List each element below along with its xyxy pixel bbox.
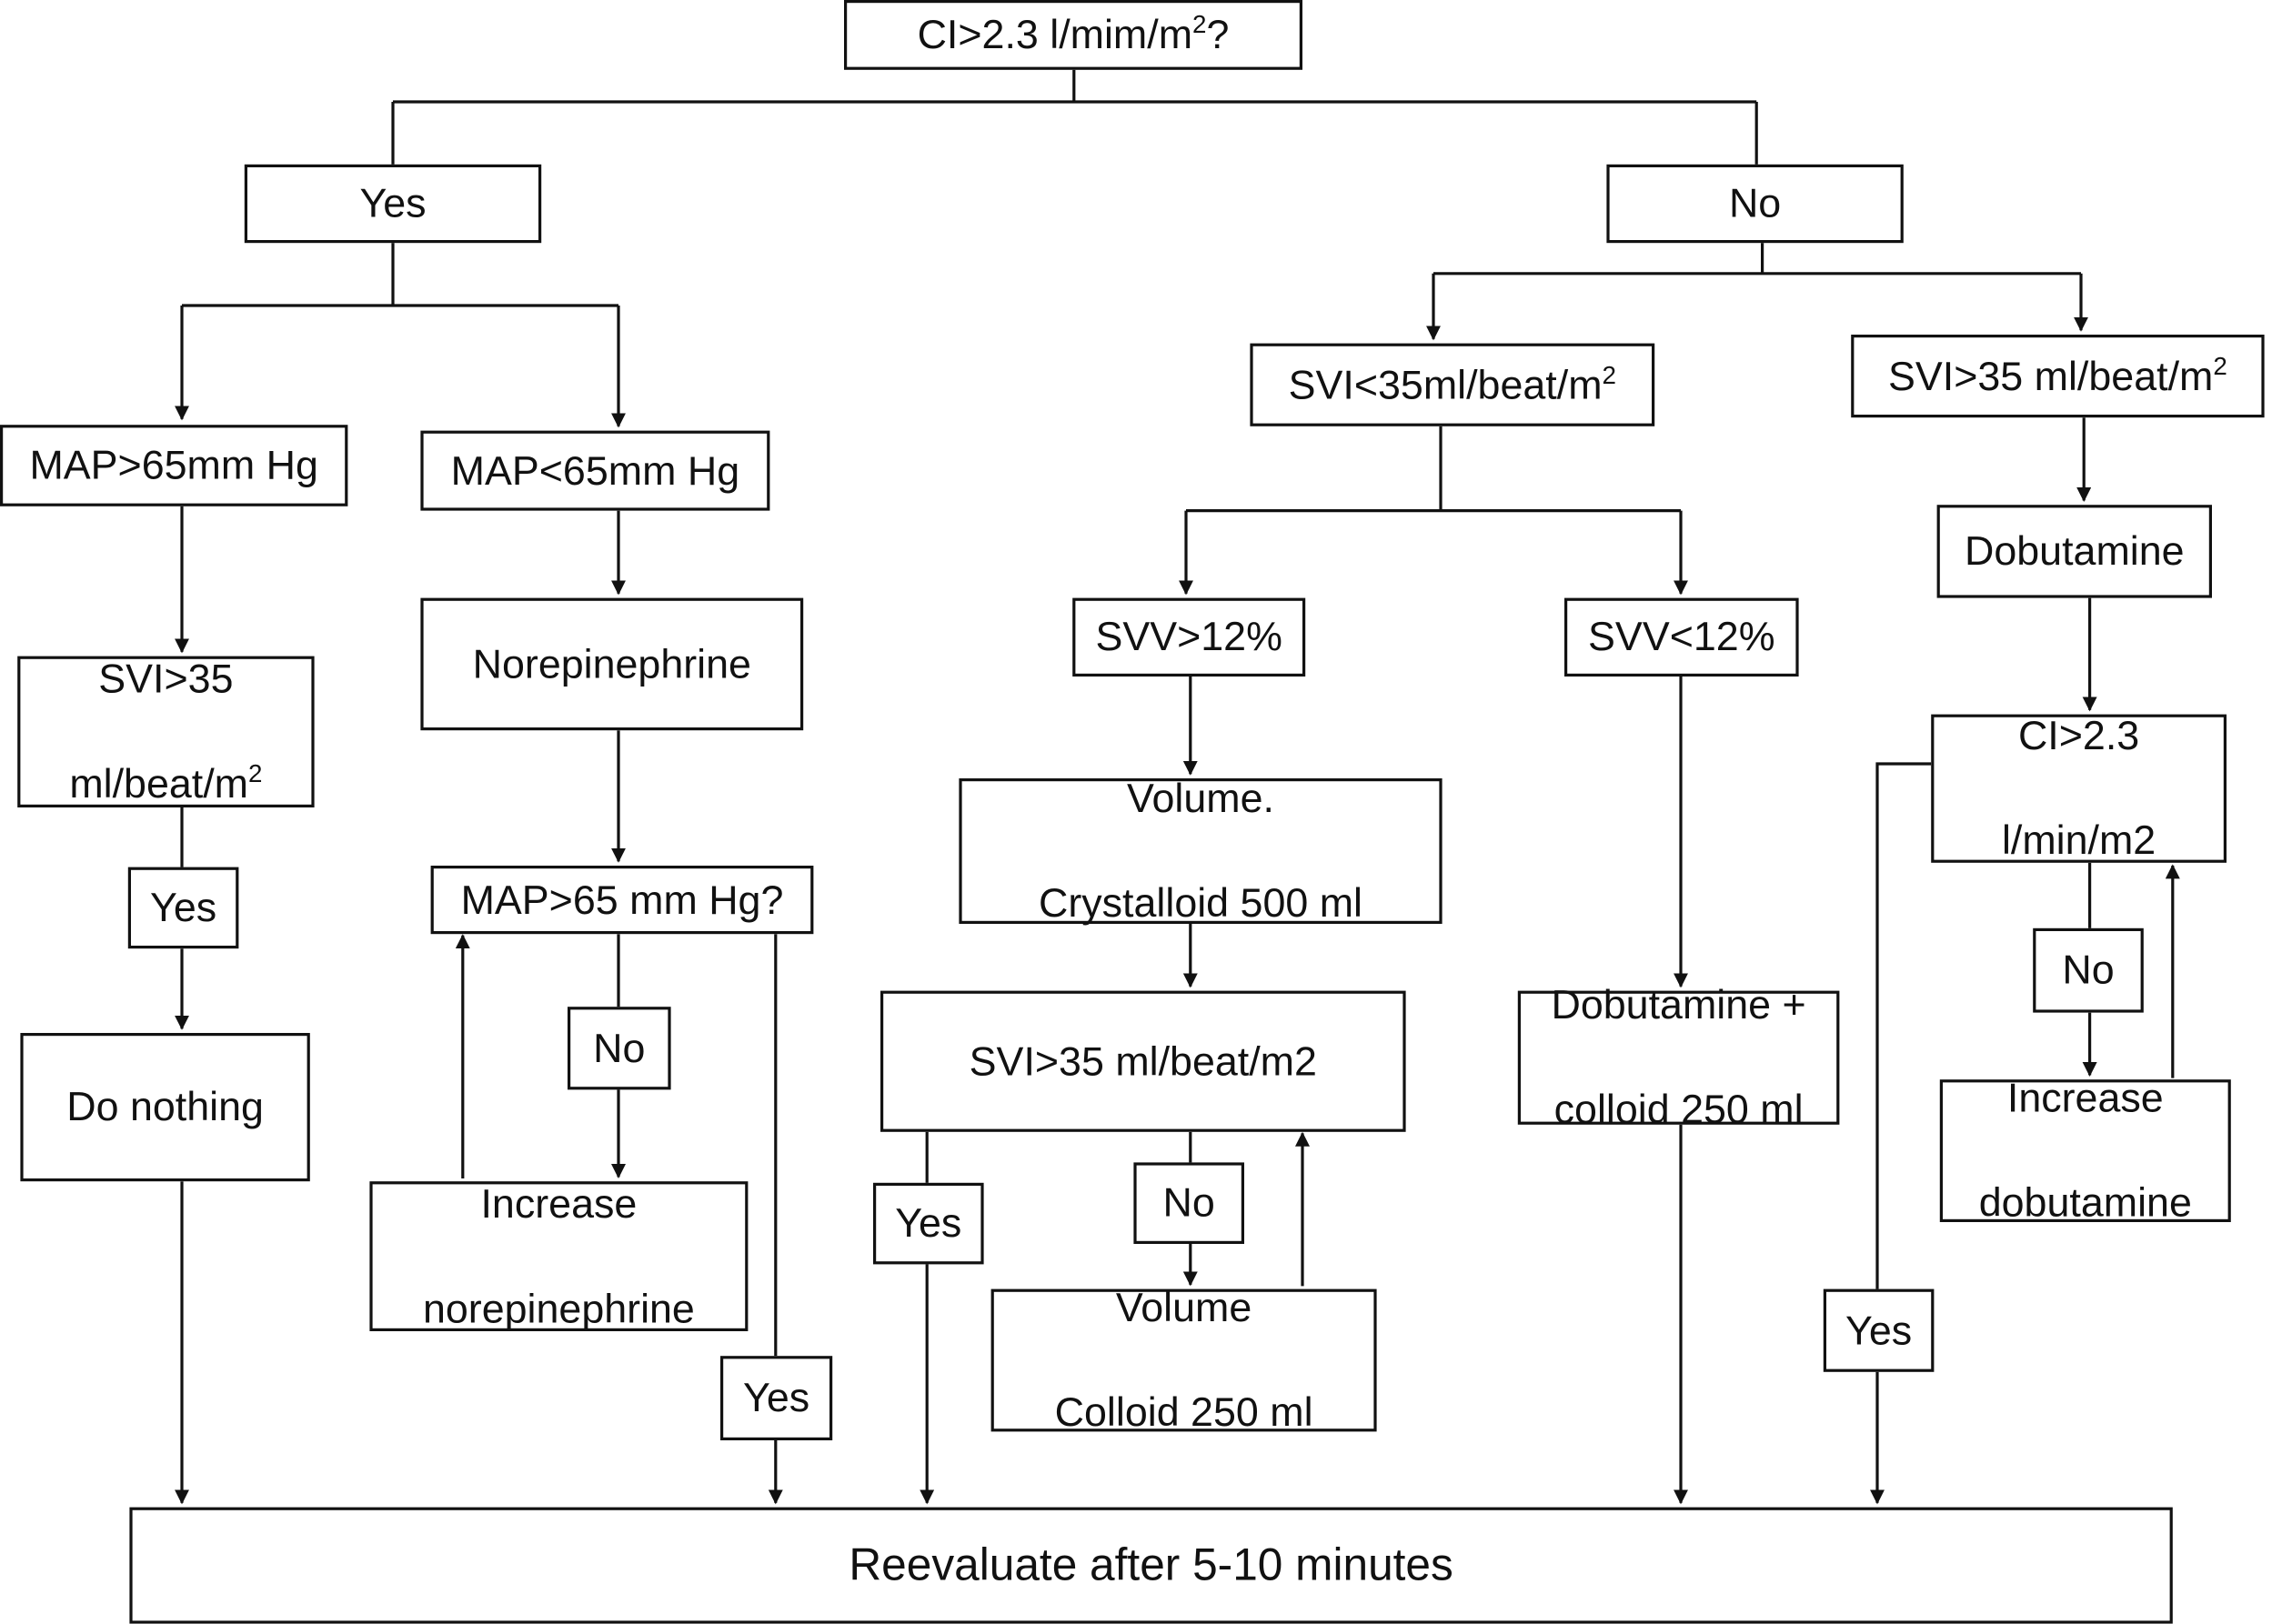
volume-colloid-label: Volume Colloid 250 ml [1054, 1284, 1313, 1435]
ci-no-node: No [2033, 927, 2144, 1013]
ci-yes-node: Yes [1823, 1288, 1935, 1372]
dobutamine-colloid-node: Dobutamine + colloid 250 ml [1517, 982, 1840, 1132]
svi-check-left-node: SVI>35 ml/beat/m2 [17, 656, 315, 807]
connector-root-split [391, 69, 1758, 166]
dobutamine-colloid-label: Dobutamine + colloid 250 ml [1551, 982, 1806, 1132]
norepinephrine-node: Norepinephrine [420, 597, 804, 731]
increase-dobutamine-label: Increase dobutamine [1978, 1075, 2192, 1226]
map-yes-node: Yes [720, 1356, 833, 1440]
increase-dobutamine-node: Increase dobutamine [1939, 1075, 2231, 1225]
ci-check-node: CI>2.3 l/min/m2 [1931, 713, 2227, 863]
connector-ci-yes [1875, 762, 1932, 1291]
map-check-node: MAP>65 mm Hg? [430, 866, 814, 935]
svi-yes-left-node: Yes [127, 867, 239, 949]
yes-node: Yes [244, 164, 542, 244]
ci-check-label: CI>2.3 l/min/m2 [2001, 713, 2156, 863]
map-high-node: MAP>65mm Hg [0, 425, 348, 506]
svv-high-node: SVV>12% [1072, 597, 1306, 677]
map-low-node: MAP<65mm Hg [420, 430, 770, 511]
svi-check-left-label: SVI>35 ml/beat/m2 [69, 656, 263, 807]
svi-check-mid-node: SVI>35 ml/beat/m2 [880, 990, 1406, 1132]
volume-crystalloid-node: Volume. Crystalloid 500 ml [959, 776, 1443, 926]
svv-low-node: SVV<12% [1564, 597, 1799, 677]
connector-svi-low-split [1186, 426, 1682, 513]
map-no-node: No [568, 1007, 671, 1090]
connector-no-split [1433, 241, 2082, 276]
do-nothing-node: Do nothing [20, 1033, 310, 1182]
volume-crystalloid-label: Volume. Crystalloid 500 ml [1038, 775, 1363, 926]
svi-yes-mid-node: Yes [873, 1182, 984, 1265]
svi-high-node: SVI>35 ml/beat/m2 [1851, 335, 2265, 418]
svi-no-mid-node: No [1133, 1162, 1244, 1244]
dobutamine-node: Dobutamine [1936, 505, 2212, 598]
connector-yes-split [182, 241, 619, 307]
increase-norepinephrine-label: Increase norepinephrine [422, 1180, 695, 1331]
root-ci-question-label: CI>2.3 l/mim/m2? [917, 9, 1230, 57]
increase-norepinephrine-node: Increase norepinephrine [369, 1180, 749, 1331]
reevaluate-node: Reevaluate after 5-10 minutes [129, 1507, 2173, 1624]
root-ci-question: CI>2.3 l/mim/m2? [844, 0, 1302, 70]
volume-colloid-node: Volume Colloid 250 ml [990, 1285, 1377, 1435]
no-node: No [1606, 164, 1904, 244]
svi-low-node: SVI<35ml/beat/m2 [1250, 343, 1655, 426]
